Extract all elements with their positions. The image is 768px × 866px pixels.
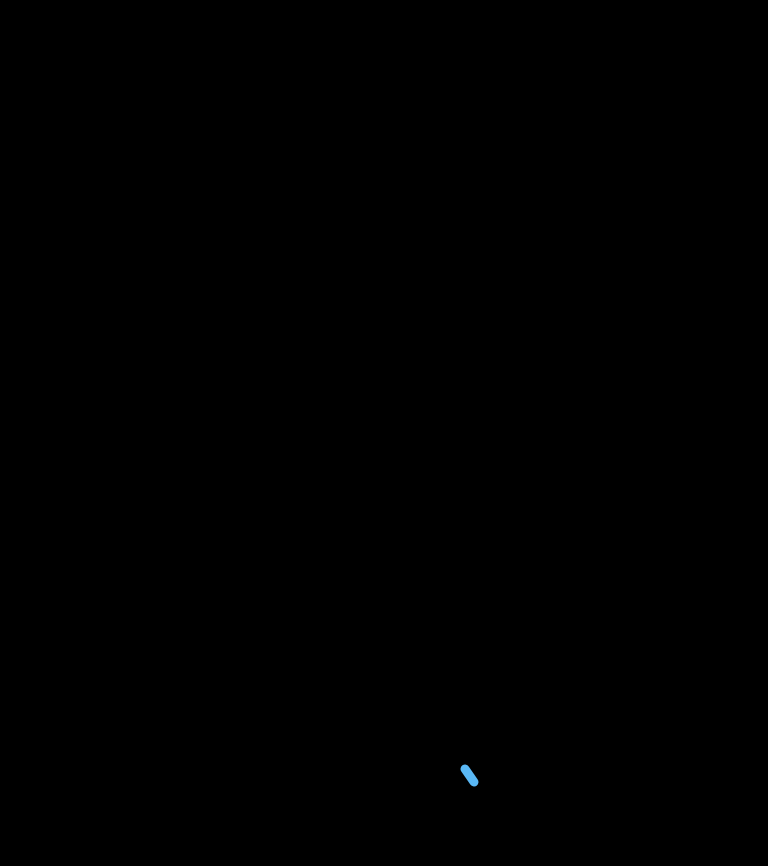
blue-stroke-line — [460, 764, 479, 787]
blue-stroke-mark — [460, 764, 479, 787]
